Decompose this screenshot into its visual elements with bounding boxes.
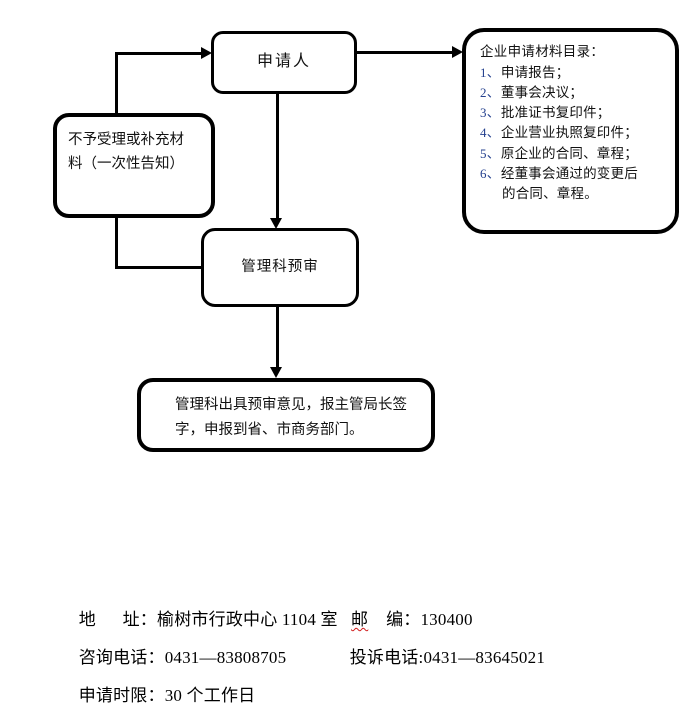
materials-item-text: 董事会决议；	[500, 84, 584, 100]
footer-complaint-value: 0431—83645021	[423, 648, 546, 667]
node-reject-or-supplement[interactable]: 不予受理或补充材 料（一次性告知）	[53, 113, 215, 218]
node-reject-label: 不予受理或补充材 料（一次性告知）	[68, 132, 184, 172]
node-management-section-prereview[interactable]: 管理科预审	[201, 228, 359, 307]
connector-presubmit-to-reject-vertical	[115, 216, 118, 269]
footer-postcode-label2: 编：	[386, 610, 421, 629]
footer-address-value: 榆树市行政中心 1104 室	[157, 610, 338, 629]
node-opinion-label: 管理科出具预审意见，报主管局长签 字，申报到省、市商务部门。	[175, 397, 407, 438]
footer-deadline-label: 申请时限：	[78, 686, 165, 705]
footer-deadline-value: 30 个工作日	[164, 686, 256, 705]
materials-item-number: 5、	[480, 145, 500, 161]
footer-deadline-line: 申请时限：30 个工作日	[52, 661, 255, 718]
materials-item: 2、 董事会决议；	[480, 83, 667, 103]
footer-consult-phone-line: 咨询电话：0431—83808705	[52, 623, 286, 688]
node-prereview-opinion[interactable]: 管理科出具预审意见，报主管局长签 字，申报到省、市商务部门。	[137, 378, 435, 452]
connector-presubmit-to-opinion	[276, 306, 279, 370]
connector-presubmit-to-reject-horizontal	[115, 266, 203, 269]
materials-item-text: 批准证书复印件；	[500, 105, 611, 121]
footer-postcode-label: 邮	[351, 610, 369, 629]
node-presubmit-label: 管理科预审	[241, 259, 319, 276]
connector-reject-to-applicant-vertical	[115, 52, 118, 115]
connector-reject-to-applicant-horizontal	[115, 52, 203, 55]
materials-item: 3、 批准证书复印件；	[480, 103, 667, 123]
node-applicant-label: 申请人	[256, 53, 311, 71]
footer-consult-value: 0431—83808705	[164, 648, 287, 667]
arrowhead-to-presubmit	[270, 218, 282, 229]
footer-complaint-label: 投诉电话:	[349, 648, 424, 667]
materials-item: 5、 原企业的合同、章程；	[480, 144, 667, 164]
arrowhead-to-opinion	[270, 367, 282, 378]
materials-item: 1、 申请报告；	[480, 63, 667, 83]
materials-item-text: 经董事会通过的变更后	[500, 165, 638, 181]
materials-item-text: 原企业的合同、章程；	[500, 145, 638, 161]
materials-item-number: 6、	[480, 165, 500, 181]
materials-item-continuation: 的合同、章程。	[502, 186, 598, 202]
footer-consult-label: 咨询电话：	[78, 648, 165, 667]
footer-postcode-value: 130400	[420, 610, 473, 629]
footer-address-label: 地 址：	[78, 610, 158, 629]
materials-title: 企业申请材料目录：	[480, 44, 605, 59]
materials-item-number: 3、	[480, 105, 500, 121]
materials-item-number: 1、	[480, 64, 500, 80]
materials-item: 6、 经董事会通过的变更后	[480, 164, 667, 184]
materials-item-text: 申请报告；	[500, 64, 570, 80]
connector-applicant-to-presubmit	[276, 94, 279, 221]
panel-application-materials[interactable]: 企业申请材料目录： 1、 申请报告； 2、 董事会决议； 3、 批准证书复印件；…	[462, 28, 679, 234]
materials-item-text: 企业营业执照复印件；	[500, 125, 638, 141]
connector-applicant-to-materials	[357, 51, 455, 54]
node-applicant[interactable]: 申请人	[211, 31, 357, 94]
materials-item: 4、 企业营业执照复印件；	[480, 123, 667, 143]
footer-address-line: 地 址：榆树市行政中心 1104 室 邮 编：130400	[52, 585, 473, 650]
arrowhead-to-materials	[452, 46, 463, 58]
footer-complaint-phone-line: 投诉电话:0431—83645021	[323, 623, 545, 688]
arrowhead-to-applicant-left	[201, 47, 212, 59]
materials-item-number: 4、	[480, 125, 500, 141]
materials-item-number: 2、	[480, 84, 500, 100]
